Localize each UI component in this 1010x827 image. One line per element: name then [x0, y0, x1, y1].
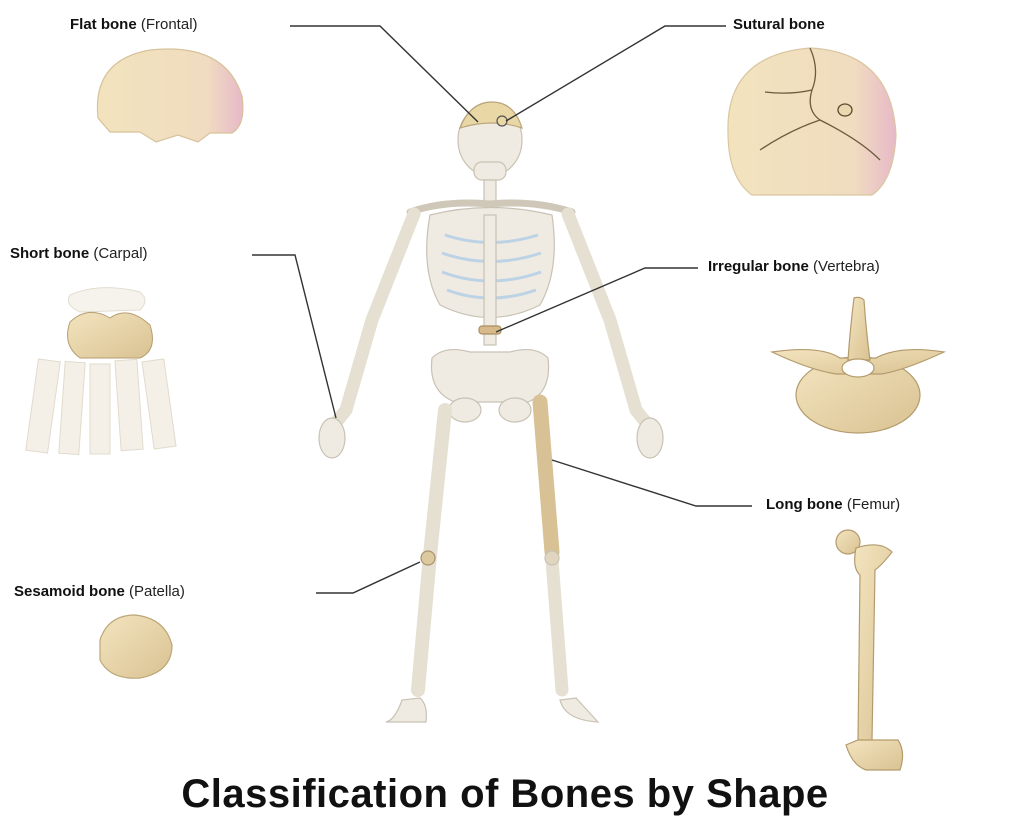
label-flat-bone-example: (Frontal)	[141, 16, 198, 33]
label-long-bone-example: (Femur)	[847, 496, 900, 513]
label-long-bone: Long bone (Femur)	[766, 496, 900, 514]
skeleton	[319, 102, 663, 722]
label-short-bone: Short bone (Carpal)	[10, 245, 148, 263]
leader-sutural	[506, 26, 726, 121]
label-irregular-bone-example: (Vertebra)	[813, 258, 880, 275]
skeleton-arm-left	[568, 214, 648, 425]
skeleton-leg-right	[418, 410, 445, 690]
skeleton-pelvis	[431, 350, 548, 402]
skeleton-arm-right	[334, 214, 414, 425]
label-sesamoid-bone: Sesamoid bone (Patella)	[14, 583, 185, 601]
skeleton-hand-left	[637, 418, 663, 458]
leader-sesamoid	[316, 562, 420, 593]
skeleton-foot-right	[386, 698, 426, 722]
leader-short	[252, 255, 336, 418]
sutural-bone-skull-image	[728, 48, 896, 195]
short-bone-carpal-image	[26, 288, 176, 455]
leader-long	[552, 460, 752, 506]
figure-title: Classification of Bones by Shape	[0, 772, 1010, 817]
skeleton-femur-left-highlight	[540, 402, 552, 552]
label-sutural-bone: Sutural bone	[733, 16, 825, 34]
sutural-bone-detail	[838, 104, 852, 116]
label-flat-bone: Flat bone (Frontal)	[70, 16, 198, 34]
skeleton-jaw	[474, 162, 506, 180]
label-sesamoid-bone-name: Sesamoid bone	[14, 583, 125, 600]
leader-flat	[290, 26, 478, 122]
skeleton-foot-left	[560, 698, 598, 722]
sesamoid-bone-patella-image	[100, 615, 172, 678]
label-sutural-bone-name: Sutural bone	[733, 16, 825, 33]
long-bone-femur-image	[836, 530, 903, 770]
sutural-bone-marker	[497, 116, 507, 126]
flat-bone-frontal-image	[97, 49, 242, 142]
skeleton-hand-right	[319, 418, 345, 458]
label-flat-bone-name: Flat bone	[70, 16, 137, 33]
label-irregular-bone: Irregular bone (Vertebra)	[708, 258, 880, 276]
label-irregular-bone-name: Irregular bone	[708, 258, 809, 275]
label-long-bone-name: Long bone	[766, 496, 843, 513]
patella-marker	[421, 551, 435, 565]
label-short-bone-name: Short bone	[10, 245, 89, 262]
irregular-bone-vertebra-image	[772, 297, 944, 433]
label-sesamoid-bone-example: (Patella)	[129, 583, 185, 600]
label-short-bone-example: (Carpal)	[93, 245, 147, 262]
highlighted-vertebra	[479, 326, 501, 334]
